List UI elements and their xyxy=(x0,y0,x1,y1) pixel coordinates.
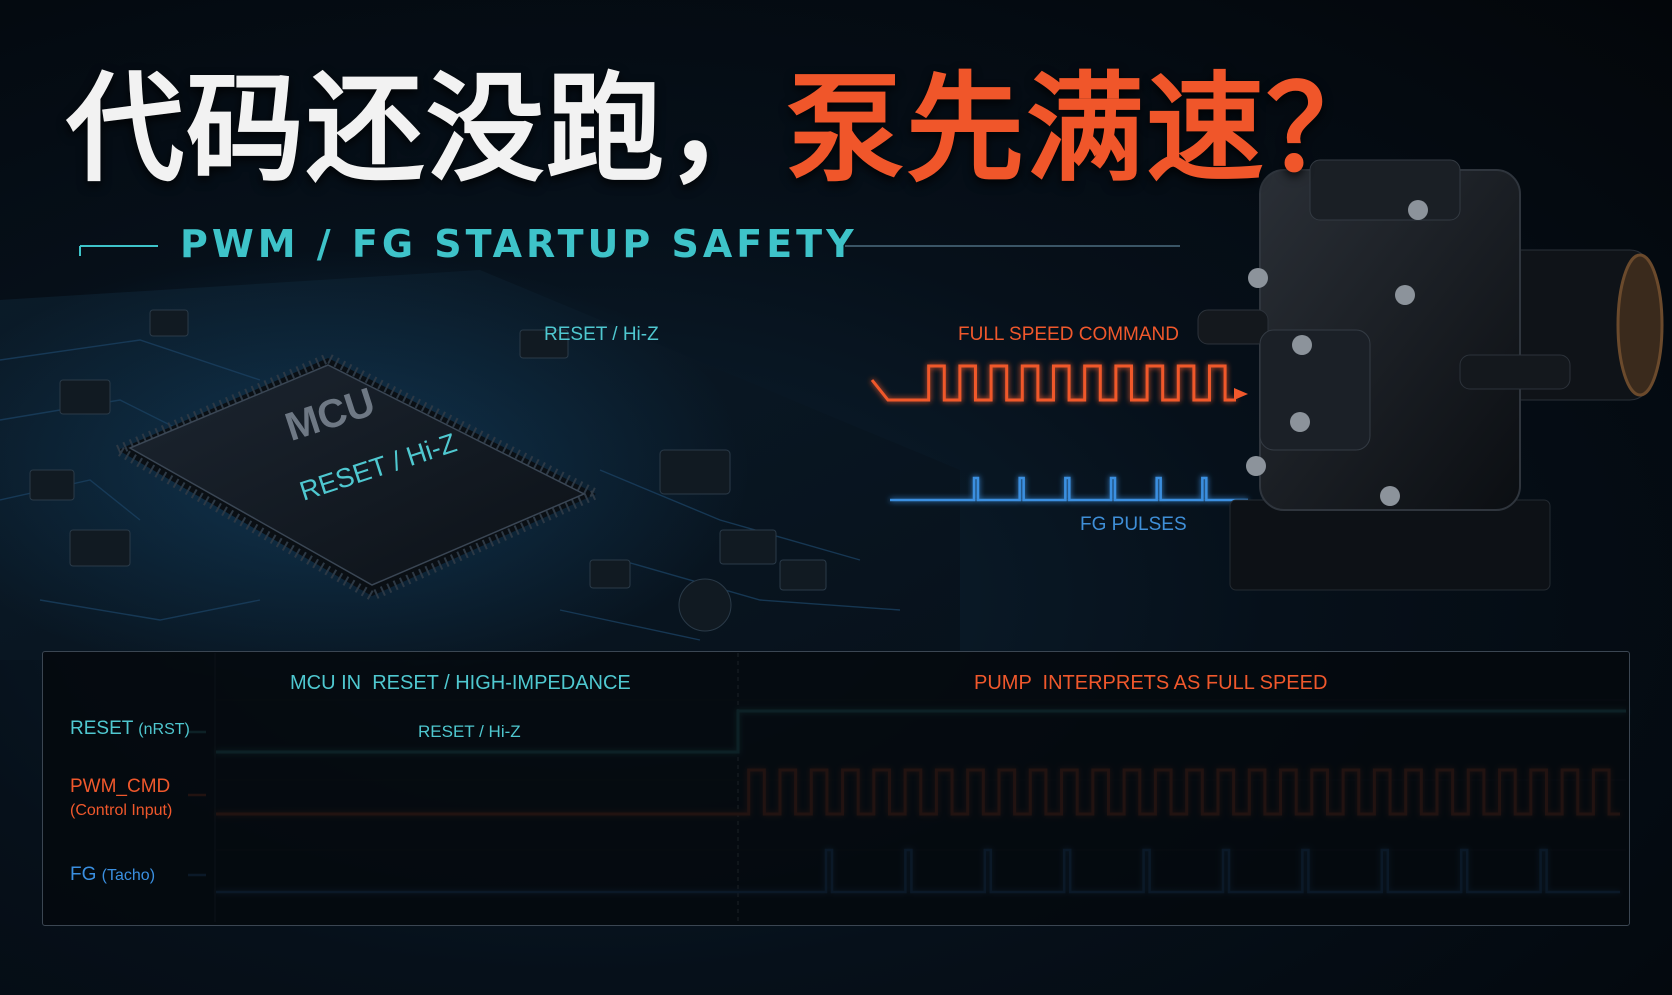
timing-diagram-panel xyxy=(42,651,1630,926)
reset-annotation: RESET / Hi-Z xyxy=(418,722,521,741)
subtitle: PWM / FG STARTUP SAFETY xyxy=(180,222,858,266)
phase-right-label: PUMP INTERPRETS AS FULL SPEED xyxy=(974,672,1328,694)
phase-left-label: MCU IN RESET / HIGH-IMPEDANCE xyxy=(290,672,631,694)
reset-label: RESET / Hi-Z xyxy=(544,324,659,345)
mcu-chip xyxy=(106,352,608,602)
fg-pulse-trace xyxy=(890,476,1248,502)
headline-part1: 代码还没跑， xyxy=(66,60,787,198)
signal-name-pwm: PWM_CMD xyxy=(70,776,171,797)
board-components xyxy=(29,309,827,632)
full-speed-label: FULL SPEED COMMAND xyxy=(958,324,1179,345)
headline: 代码还没跑，泵先满速？ xyxy=(66,70,1386,188)
full-speed-trace xyxy=(924,364,1236,402)
signal-name-fg: FG (Tacho) xyxy=(70,864,156,885)
command-arrowhead xyxy=(1234,388,1248,400)
fg-pulses-label: FG PULSES xyxy=(1080,514,1187,535)
signal-name-reset: RESET (nRST) xyxy=(70,718,190,739)
signal-detail-pwm: (Control Input) xyxy=(70,802,173,819)
transition-trace xyxy=(870,379,924,402)
pump-body xyxy=(1197,159,1664,591)
headline-part2: 泵先满速？ xyxy=(786,60,1387,198)
